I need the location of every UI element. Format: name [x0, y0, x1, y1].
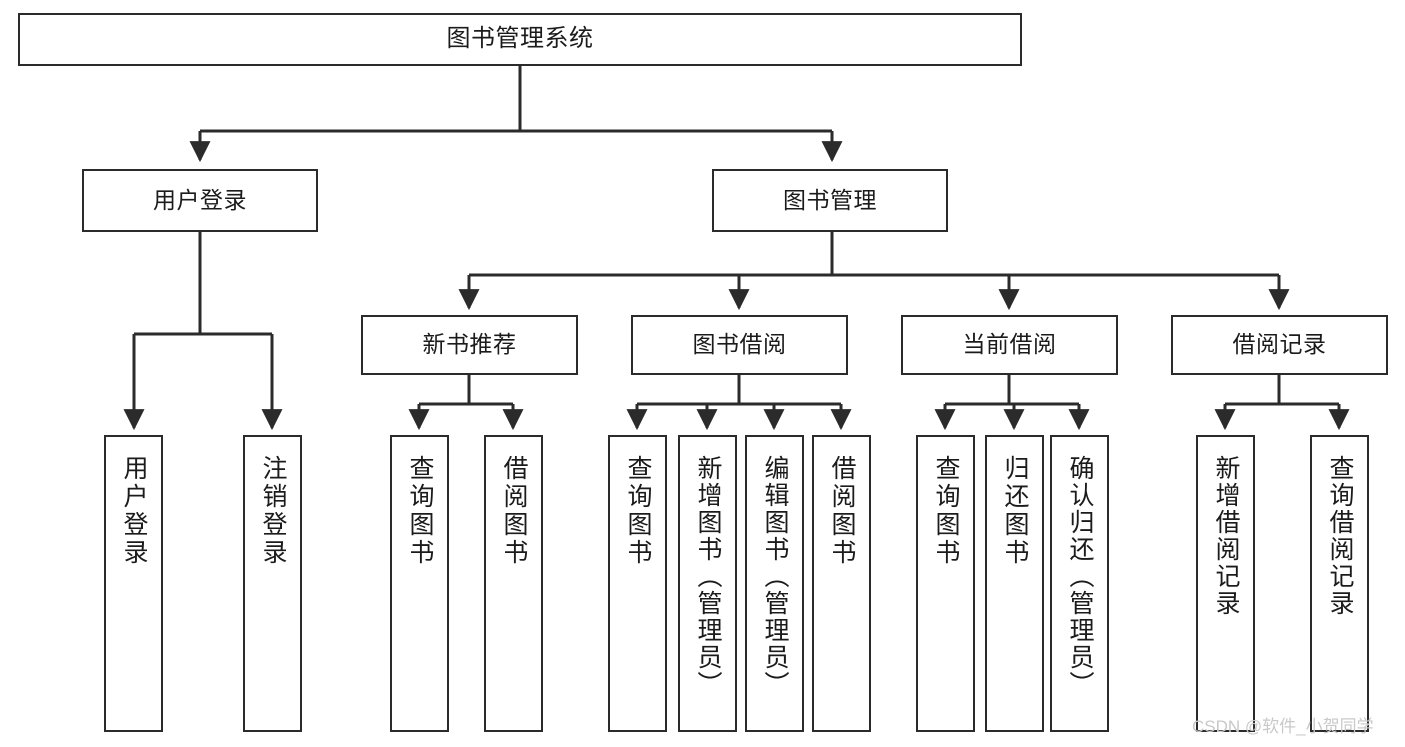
node-label: 借阅记录	[1232, 331, 1327, 358]
node-label: 用户登录	[120, 455, 148, 567]
leaf-confirm-return-admin[interactable]: 确认归还（管理员）	[1050, 435, 1109, 732]
leaf-add-book-admin[interactable]: 新增图书（管理员）	[678, 435, 737, 732]
node-label: 查询图书	[406, 455, 434, 567]
node-label: 编辑图书（管理员）	[761, 455, 789, 698]
node-label: 当前借阅	[962, 331, 1057, 358]
leaf-query-books-current[interactable]: 查询图书	[916, 435, 975, 732]
node-label: 图书管理	[783, 186, 877, 213]
node-label: 确认归还（管理员）	[1066, 455, 1094, 698]
leaf-return-books[interactable]: 归还图书	[985, 435, 1044, 732]
node-user-login[interactable]: 用户登录	[82, 169, 318, 232]
node-current-borrowing[interactable]: 当前借阅	[901, 315, 1118, 375]
node-label: 新书推荐	[422, 331, 517, 358]
node-book-borrowing[interactable]: 图书借阅	[631, 315, 848, 375]
node-label: 归还图书	[1001, 455, 1029, 567]
leaf-add-borrowing-record[interactable]: 新增借阅记录	[1196, 435, 1255, 732]
node-book-management[interactable]: 图书管理	[712, 169, 948, 232]
node-label: 图书管理系统	[446, 25, 594, 53]
leaf-borrow-books-borrowing[interactable]: 借阅图书	[812, 435, 871, 732]
node-label: 新增图书（管理员）	[694, 455, 722, 698]
leaf-query-borrowing-record[interactable]: 查询借阅记录	[1310, 435, 1369, 732]
node-label: 注销登录	[259, 455, 287, 567]
node-new-book-recommendation[interactable]: 新书推荐	[361, 315, 578, 375]
node-label: 用户登录	[153, 186, 247, 213]
leaf-query-books-recommendation[interactable]: 查询图书	[390, 435, 449, 732]
node-label: 图书借阅	[692, 331, 787, 358]
node-label: 借阅图书	[828, 455, 856, 567]
leaf-borrow-books-recommendation[interactable]: 借阅图书	[484, 435, 543, 732]
leaf-logout[interactable]: 注销登录	[243, 435, 302, 732]
node-label: 查询图书	[624, 455, 652, 567]
csdn-watermark: CSDN @软件_小贺同学	[1192, 717, 1374, 736]
leaf-user-login[interactable]: 用户登录	[104, 435, 163, 732]
node-label: 新增借阅记录	[1212, 455, 1240, 617]
node-label: 借阅图书	[500, 455, 528, 567]
node-label: 查询借阅记录	[1326, 455, 1354, 617]
node-root-book-management-system[interactable]: 图书管理系统	[18, 13, 1022, 66]
leaf-query-books-borrowing[interactable]: 查询图书	[608, 435, 667, 732]
leaf-edit-book-admin[interactable]: 编辑图书（管理员）	[745, 435, 804, 732]
node-borrowing-records[interactable]: 借阅记录	[1171, 315, 1388, 375]
node-label: 查询图书	[932, 455, 960, 567]
